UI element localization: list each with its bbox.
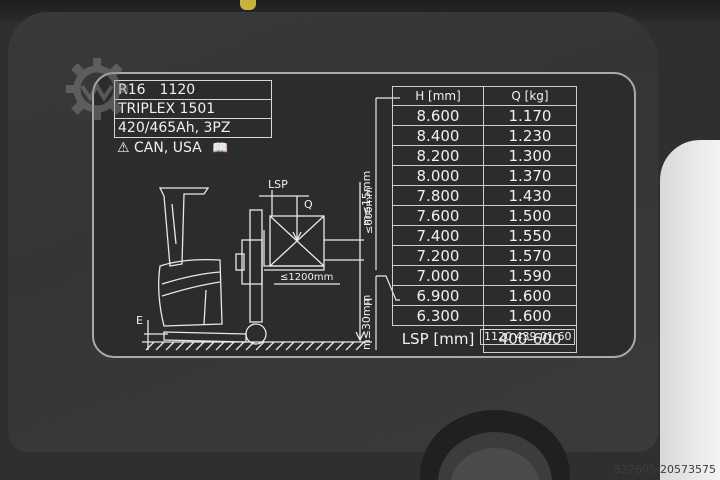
lsp-label: LSP bbox=[268, 178, 288, 191]
header-height: H [mm] bbox=[392, 86, 484, 106]
load-capacity: 1.500 bbox=[483, 205, 577, 226]
battery-spec: 420/465Ah, 3PZ bbox=[118, 120, 231, 136]
markets-text: CAN, USA bbox=[134, 140, 202, 156]
lift-height: 7.200 bbox=[392, 245, 484, 266]
lsp-row: LSP [mm]400-600 bbox=[392, 325, 577, 353]
mast-type: TRIPLEX 1501 bbox=[118, 101, 216, 117]
load-capacity: 1.550 bbox=[483, 225, 577, 246]
lift-height: 8.200 bbox=[392, 145, 484, 166]
header-capacity: Q [kg] bbox=[483, 86, 577, 106]
warning-triangle-icon: ⚠ bbox=[117, 140, 130, 156]
load-capacity: 1.170 bbox=[483, 105, 577, 126]
load-capacity: 1.600 bbox=[483, 285, 577, 306]
load-capacity: 1.590 bbox=[483, 265, 577, 286]
model-code: 1120 bbox=[159, 82, 196, 98]
lift-height: 8.000 bbox=[392, 165, 484, 186]
yellow-cable bbox=[240, 0, 256, 10]
background-white-area bbox=[660, 140, 720, 480]
battery-row: 420/465Ah, 3PZ bbox=[114, 119, 272, 138]
q-label: Q bbox=[304, 198, 313, 211]
mast-deflection-dims: m≤15mm m≤30mm bbox=[360, 97, 400, 350]
lsp-label: LSP [mm] bbox=[392, 325, 484, 353]
lift-height: 7.600 bbox=[392, 205, 484, 226]
load-capacity: 1.300 bbox=[483, 145, 577, 166]
mast-deflection-bottom: m≤30mm bbox=[360, 295, 373, 350]
image-id-watermark: 527605-20573575 bbox=[614, 463, 716, 476]
part-number: 1120 439 01 60 bbox=[480, 329, 576, 345]
e-label: E bbox=[136, 314, 143, 327]
truck-info-box: R16 1120 TRIPLEX 1501 420/465Ah, 3PZ ⚠ CA… bbox=[114, 80, 272, 159]
mast-row: TRIPLEX 1501 bbox=[114, 100, 272, 119]
h-label: H bbox=[362, 298, 375, 306]
table-header-row: H [mm] Q [kg] bbox=[392, 86, 577, 106]
ground-hatch bbox=[145, 341, 365, 351]
lift-height: 8.400 bbox=[392, 125, 484, 146]
markets-row: ⚠ CAN, USA 📖 bbox=[114, 138, 272, 159]
lift-height: 7.400 bbox=[392, 225, 484, 246]
model-name: R16 bbox=[118, 82, 146, 98]
load-capacity: 1.230 bbox=[483, 125, 577, 146]
load-capacity: 1.370 bbox=[483, 165, 577, 186]
height-limit: ≤600mm bbox=[364, 187, 375, 234]
capacity-label-plate: R16 1120 TRIPLEX 1501 420/465Ah, 3PZ ⚠ CA… bbox=[92, 72, 636, 358]
lift-height: 6.900 bbox=[392, 285, 484, 306]
forklift-diagram: LSP Q ≤1200mm ≤600mm H E bbox=[136, 178, 375, 351]
lift-height: 8.600 bbox=[392, 105, 484, 126]
watermark-gear-logo-icon bbox=[66, 58, 128, 120]
manual-book-icon: 📖 bbox=[212, 141, 229, 156]
lift-height: 7.800 bbox=[392, 185, 484, 206]
lift-height: 6.300 bbox=[392, 305, 484, 326]
mast-deflection-top: m≤15mm bbox=[360, 171, 373, 226]
lift-height: 7.000 bbox=[392, 265, 484, 286]
load-capacity: 1.600 bbox=[483, 305, 577, 326]
model-row: R16 1120 bbox=[114, 80, 272, 100]
length-limit: ≤1200mm bbox=[280, 272, 333, 283]
load-capacity: 1.570 bbox=[483, 245, 577, 266]
load-capacity: 1.430 bbox=[483, 185, 577, 206]
